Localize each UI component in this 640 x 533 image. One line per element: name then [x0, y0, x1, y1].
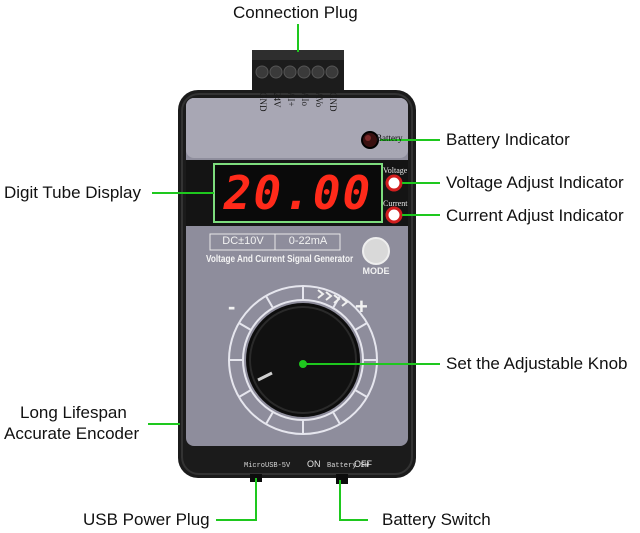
callout-current-adjust: Current Adjust Indicator	[446, 206, 624, 225]
callout-adjustable-knob: Set the Adjustable Knob	[446, 354, 628, 373]
battery-switch[interactable]	[336, 474, 348, 484]
terminal-label: GND	[328, 92, 338, 112]
voltage-adjust-led	[385, 174, 403, 192]
switch-label: Battery SW	[327, 462, 370, 470]
current-adjust-led	[385, 206, 403, 224]
terminal-label: AI+	[286, 92, 296, 107]
terminal-label: AIo	[300, 92, 310, 106]
callout-battery-switch: Battery Switch	[382, 510, 491, 529]
minus-label: -	[228, 294, 236, 319]
digit-tube-display-frame	[213, 163, 383, 223]
range-voltage: DC±10V	[222, 235, 264, 247]
battery-label: Battery	[376, 133, 403, 143]
terminal-label: AVo	[314, 92, 324, 108]
callout-usb-power-plug: USB Power Plug	[83, 510, 210, 529]
voltage-label: Voltage	[383, 166, 408, 175]
plus-label: +	[355, 294, 368, 319]
direction-arrow-icon	[317, 289, 349, 307]
current-label: Current	[383, 199, 408, 208]
mode-button[interactable]	[362, 237, 390, 265]
switch-on-label: ON	[307, 459, 321, 469]
digit-tube-display: 20.00	[223, 166, 373, 220]
callout-voltage-adjust: Voltage Adjust Indicator	[446, 173, 624, 192]
panel-title: Voltage And Current Signal Generator	[206, 254, 354, 265]
connection-plug-terminal-block	[252, 50, 344, 90]
callout-lines	[148, 24, 440, 521]
terminal-label: GND	[258, 92, 268, 112]
range-current: 0-22mA	[288, 235, 328, 247]
terminal-label: 24V	[272, 92, 282, 108]
usb-label: MicroUSB-5V	[244, 462, 291, 470]
mode-label: MODE	[362, 266, 390, 276]
knob-scale-ring	[228, 285, 378, 435]
callout-digit-tube-display: Digit Tube Display	[4, 183, 142, 202]
knob-pointer	[257, 371, 273, 382]
callout-connection-plug: Connection Plug	[233, 3, 358, 22]
callout-encoder-line2: Accurate Encoder	[4, 424, 140, 443]
switch-off-label: OFF	[354, 459, 372, 469]
terminal-labels: GND 24V AI+ AIo AVo GND	[252, 92, 344, 120]
callout-encoder-line1: Long Lifespan	[20, 403, 127, 422]
callout-battery-indicator: Battery Indicator	[446, 130, 570, 149]
